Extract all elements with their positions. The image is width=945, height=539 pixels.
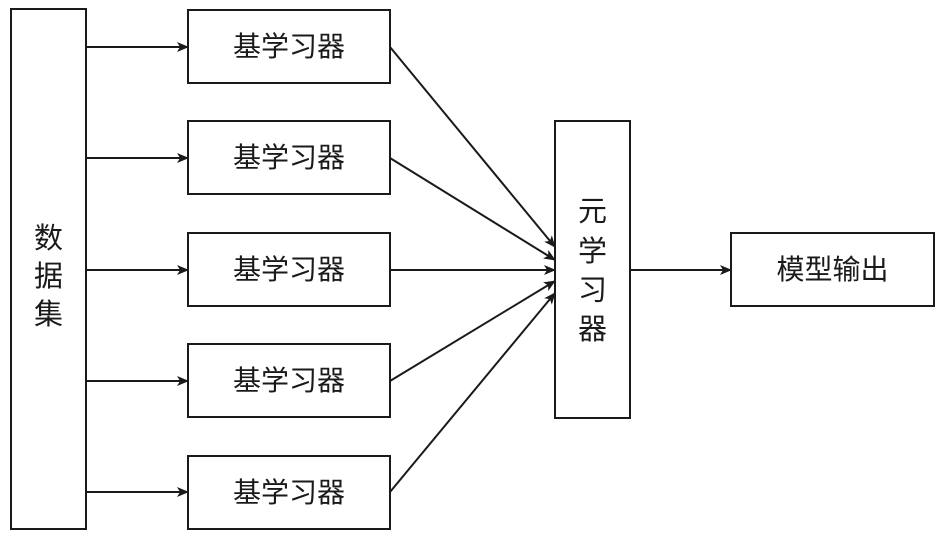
- base-learner-label-4: 基学习器: [233, 364, 345, 397]
- edge-base-1-to-meta: [389, 46, 556, 248]
- base-learner-box-2: [187, 120, 391, 195]
- base-learner-node-2: 基学习器: [187, 120, 391, 195]
- base-learner-node-4: 基学习器: [187, 343, 391, 418]
- base-learner-label-1: 基学习器: [233, 30, 345, 63]
- base-learner-node-1: 基学习器: [187, 9, 391, 84]
- base-learner-node-3: 基学习器: [187, 232, 391, 307]
- output-box: [730, 232, 935, 307]
- output-node: 模型输出: [730, 232, 935, 307]
- base-learner-box-4: [187, 343, 391, 418]
- dataset-node: 数 据 集: [10, 8, 87, 530]
- edge-base-2-to-meta: [389, 157, 556, 261]
- base-learner-box-1: [187, 9, 391, 84]
- edge-base-4-to-meta: [389, 280, 556, 382]
- base-learner-label-3: 基学习器: [233, 253, 345, 286]
- meta-learner-char-3: 习: [578, 273, 607, 307]
- base-learner-label-2: 基学习器: [233, 141, 345, 174]
- dataset-char-3: 集: [34, 297, 63, 331]
- meta-learner-char-1: 元: [578, 194, 607, 228]
- base-learner-box-3: [187, 232, 391, 307]
- dataset-char-1: 数: [34, 221, 63, 255]
- base-learner-box-5: [187, 455, 391, 530]
- meta-learner-box: [554, 120, 631, 419]
- output-label: 模型输出: [776, 253, 888, 286]
- base-learner-node-5: 基学习器: [187, 455, 391, 530]
- dataset-char-2: 据: [34, 259, 63, 293]
- meta-learner-node: 元 学 习 器: [554, 120, 631, 419]
- edge-base-5-to-meta: [389, 292, 556, 493]
- meta-learner-char-2: 学: [578, 234, 607, 268]
- base-learner-label-5: 基学习器: [233, 476, 345, 509]
- dataset-box: [10, 8, 87, 530]
- meta-learner-char-4: 器: [578, 312, 607, 346]
